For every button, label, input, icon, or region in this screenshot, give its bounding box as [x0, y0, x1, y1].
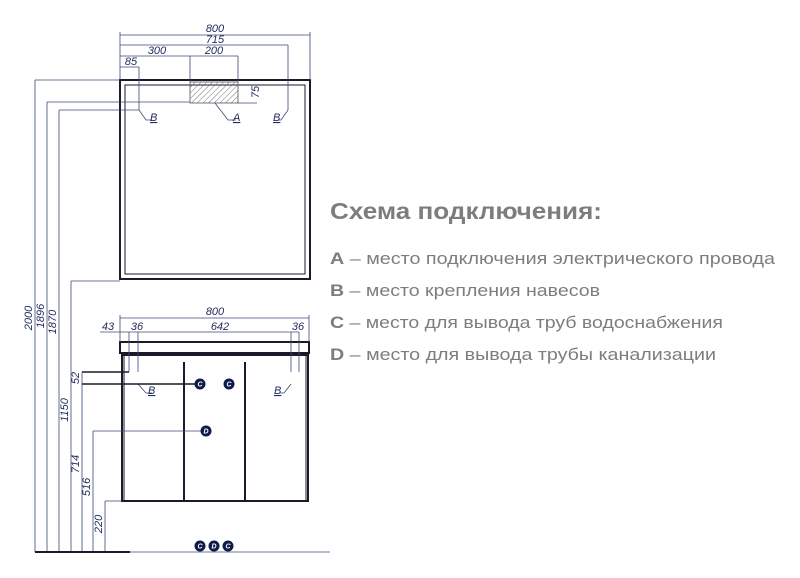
dim-cabinet-800: 800: [206, 306, 225, 318]
dim-mirror-715: 715: [206, 34, 225, 46]
dim-cabinet-36-right: 36: [292, 321, 305, 333]
legend: Схема подключения: A – место подключения…: [330, 198, 776, 364]
dim-height-1150: 1150: [59, 397, 71, 422]
floor-marker-c-left: C: [194, 540, 206, 552]
dim-height-1896: 1896: [35, 303, 47, 328]
dim-mirror-200: 200: [204, 45, 224, 57]
legend-item-b: B – место крепления навесов: [330, 281, 600, 300]
dim-cabinet-43: 43: [102, 321, 115, 333]
dim-height-220: 220: [93, 514, 105, 534]
marker-c-1: C: [194, 378, 206, 390]
label-b-cabinet-right: B: [274, 385, 281, 397]
svg-text:D: D: [203, 429, 208, 436]
marker-d: D: [200, 425, 212, 437]
mirror: [119, 79, 311, 280]
svg-text:C: C: [225, 544, 231, 551]
height-dimensions: 2000 1896 1870 1150 52 714 516 220: [23, 79, 330, 553]
dim-mirror-300: 300: [148, 45, 167, 57]
dim-mirror-800: 800: [206, 23, 225, 35]
marker-c-2: C: [223, 378, 235, 390]
cabinet: [119, 341, 310, 502]
label-a-mirror: A: [232, 112, 240, 124]
dim-height-52: 52: [70, 372, 82, 384]
dim-height-516: 516: [81, 477, 93, 496]
label-b-cabinet-left: B: [148, 385, 155, 397]
cabinet-dimensions: 800 43 36 642 36 B B: [100, 306, 310, 397]
svg-text:C: C: [197, 382, 203, 389]
floor-marker-c-right: C: [222, 540, 234, 552]
dim-mirror-75: 75: [250, 85, 262, 98]
dim-height-2000: 2000: [23, 305, 35, 331]
electrical-zone-a: [189, 81, 239, 104]
dim-cabinet-642: 642: [211, 321, 229, 333]
svg-text:C: C: [226, 382, 232, 389]
dim-cabinet-36-left: 36: [131, 321, 144, 333]
dim-height-1870: 1870: [47, 309, 59, 334]
legend-item-c: C – место для вывода труб водоснабжения: [330, 313, 723, 332]
svg-text:D: D: [211, 544, 216, 551]
dim-mirror-85: 85: [125, 56, 138, 68]
legend-item-a: A – место подключения электрического про…: [330, 249, 776, 268]
legend-item-d: D – место для вывода трубы канализации: [330, 345, 716, 364]
label-b-mirror-left: B: [150, 112, 157, 124]
svg-text:C: C: [197, 544, 203, 551]
legend-title: Схема подключения:: [330, 198, 602, 224]
mirror-dimensions: 800 715 300 200 85 75 B A B: [119, 23, 311, 124]
floor-marker-d: D: [208, 540, 220, 552]
dim-height-714: 714: [70, 455, 82, 473]
label-b-mirror-right: B: [273, 112, 280, 124]
